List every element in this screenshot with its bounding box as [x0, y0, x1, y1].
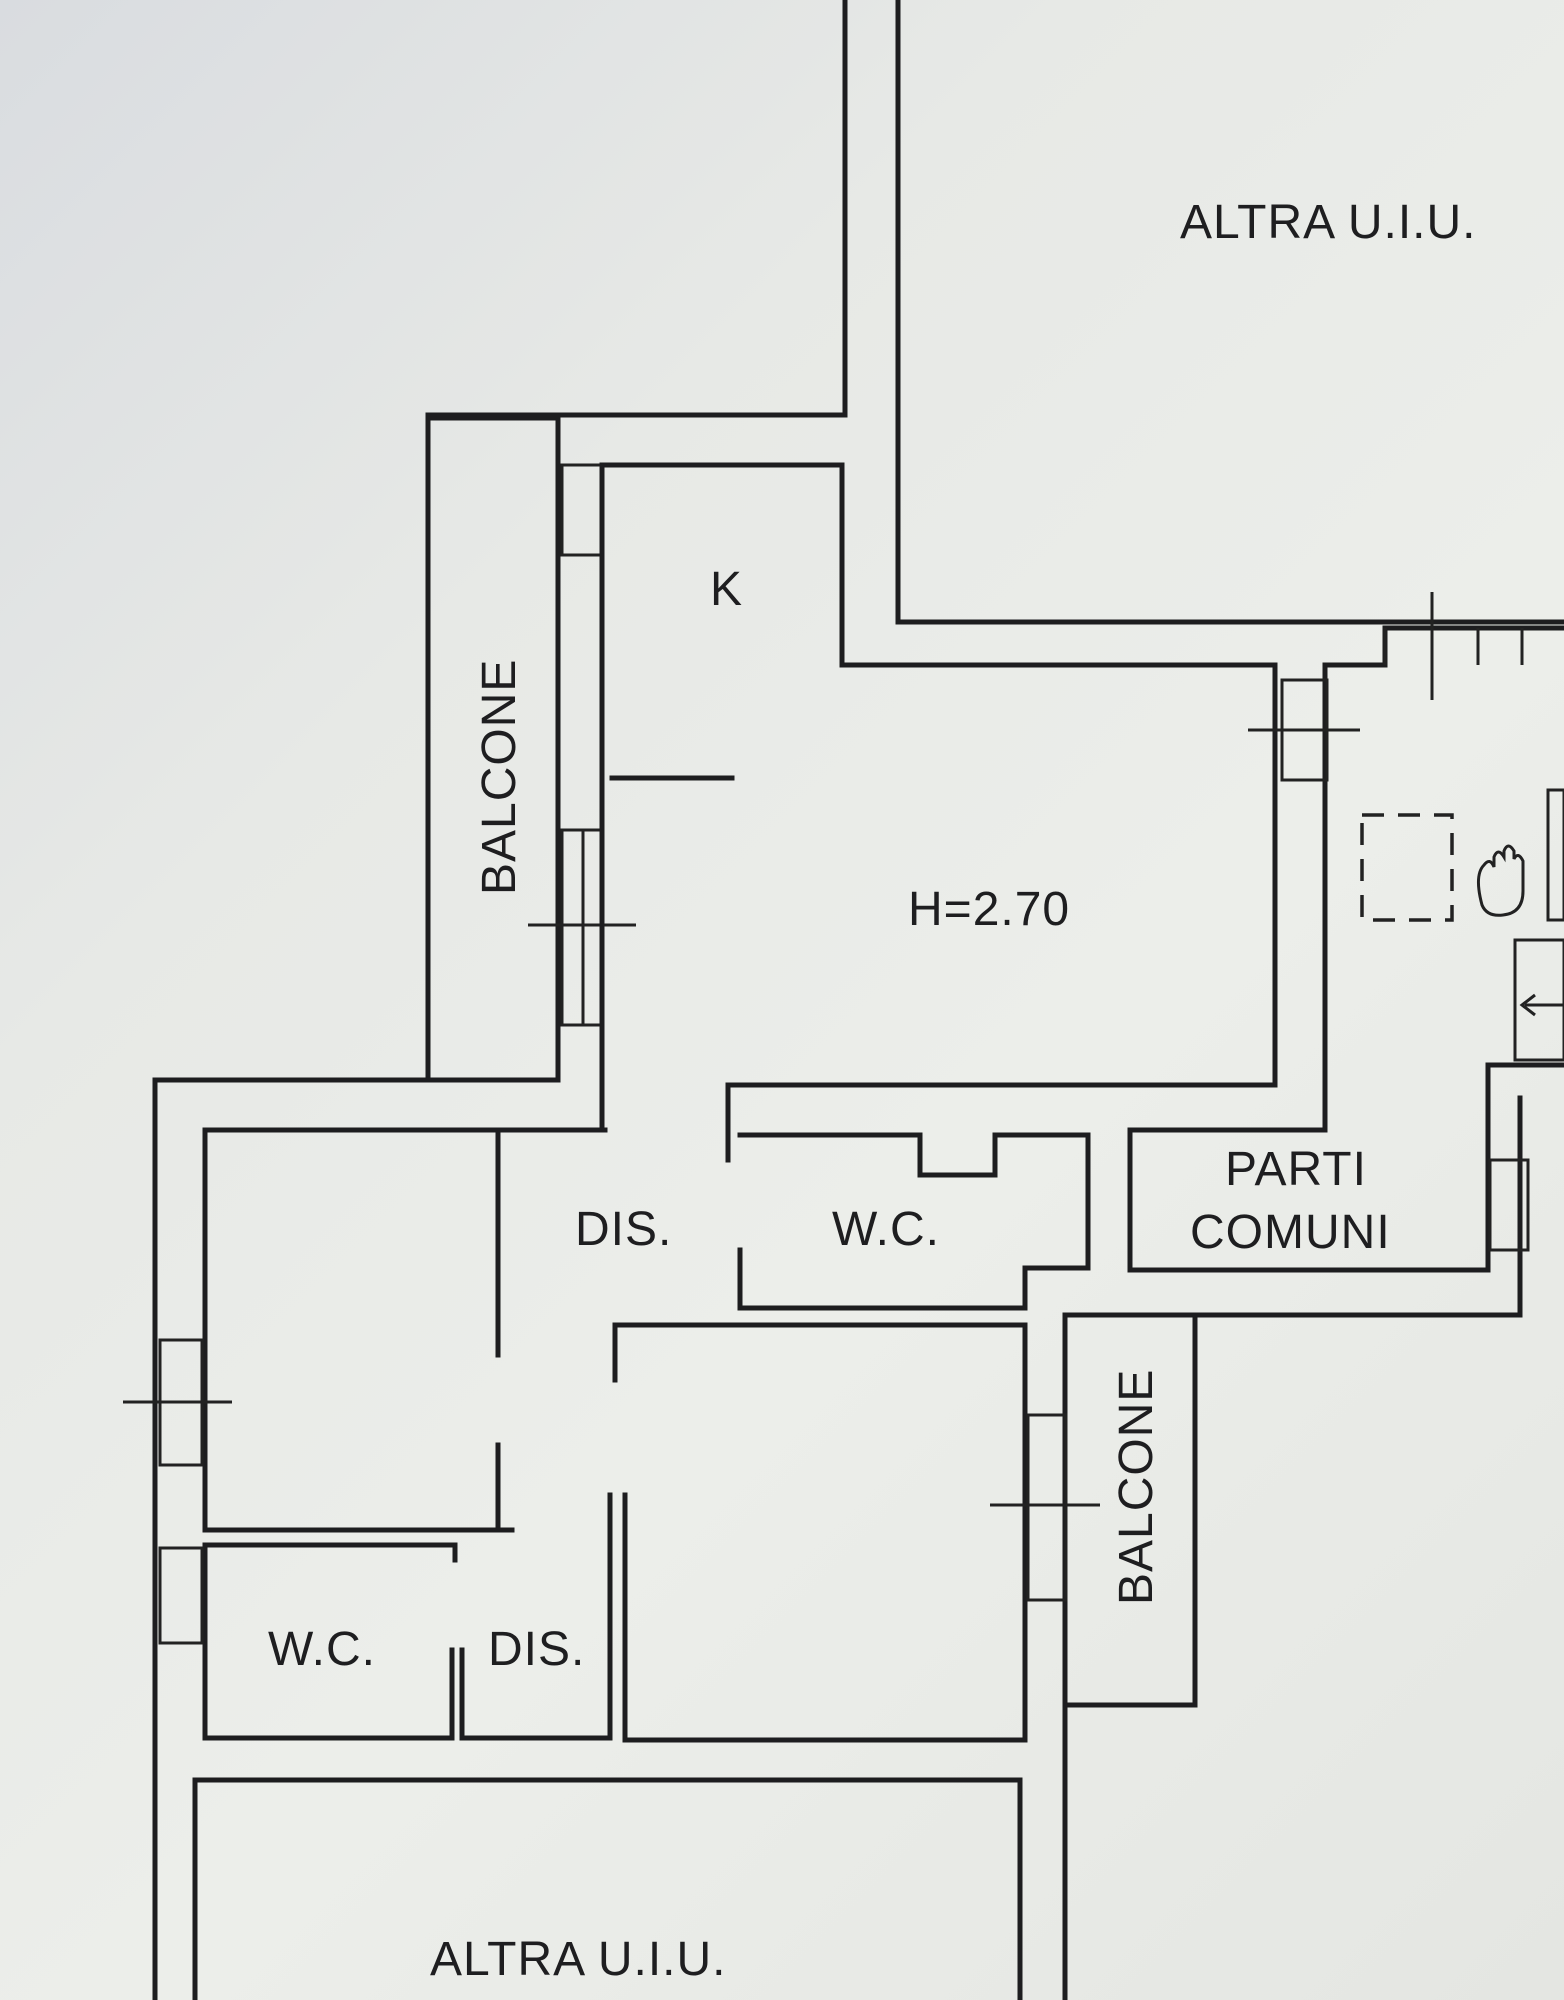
right-door-frame [1513, 938, 1564, 1062]
window-lower-wc-symbol [158, 1546, 204, 1645]
neighbour-wall-vertical [895, 0, 1564, 625]
label-height: H=2.70 [908, 883, 1070, 936]
lower-dis-outline [459, 1492, 613, 1741]
lower-wc-outline [202, 1542, 455, 1741]
label-balcony-right: BALCONE [1110, 1369, 1163, 1605]
common-area-details [1322, 592, 1564, 1062]
balcony-left [425, 415, 636, 1083]
kitchen-living-outline [599, 462, 1278, 1128]
window-bedroom-right-symbol [1026, 1413, 1068, 1602]
window-kitchen-symbol [560, 463, 604, 557]
bedroom-left-outline [202, 1127, 608, 1533]
wc-center-walls [725, 1122, 1091, 1311]
label-kitchen: K [710, 563, 743, 616]
stair-lift-outline [1360, 813, 1454, 922]
lower-wc-dis-walls [158, 1492, 613, 1741]
left-rooms-walls [123, 1077, 608, 2000]
neighbour-unit-bottom-outline [192, 1777, 1023, 2000]
right-bedroom-walls [612, 1322, 1100, 1743]
window-common-symbol [1488, 1158, 1530, 1252]
outer-wall-left [152, 1077, 558, 2000]
label-other-unit-top: ALTRA U.I.U. [1180, 196, 1477, 249]
common-area-top-wall [1322, 625, 1564, 668]
hand-icon [1477, 844, 1525, 917]
label-wc-center: W.C. [832, 1203, 940, 1256]
label-disimpegno-bottom: DIS. [488, 1623, 585, 1676]
common-parts-outline [1127, 1062, 1564, 1273]
neighbour-unit-bottom-walls [192, 1702, 1068, 2000]
label-common-parts-line1: PARTI [1225, 1143, 1367, 1196]
label-wc-bottom: W.C. [268, 1623, 376, 1676]
bedroom-right-outline [612, 1322, 1028, 1743]
label-balcony-left: BALCONE [473, 659, 526, 895]
lower-wc-top [202, 1542, 458, 1563]
wc-center-outline [737, 1132, 1091, 1311]
kitchen-living-walls [599, 462, 1360, 1133]
label-common-parts-line2: COMUNI [1190, 1206, 1391, 1259]
outer-wall-upper-left [425, 0, 848, 1083]
label-disimpegno-center: DIS. [575, 1203, 672, 1256]
label-other-unit-bottom: ALTRA U.I.U. [430, 1933, 727, 1986]
neighbour-unit-top-walls [425, 0, 1564, 1083]
arrow-left-icon [1519, 993, 1536, 1017]
right-edge-element [1546, 788, 1564, 922]
